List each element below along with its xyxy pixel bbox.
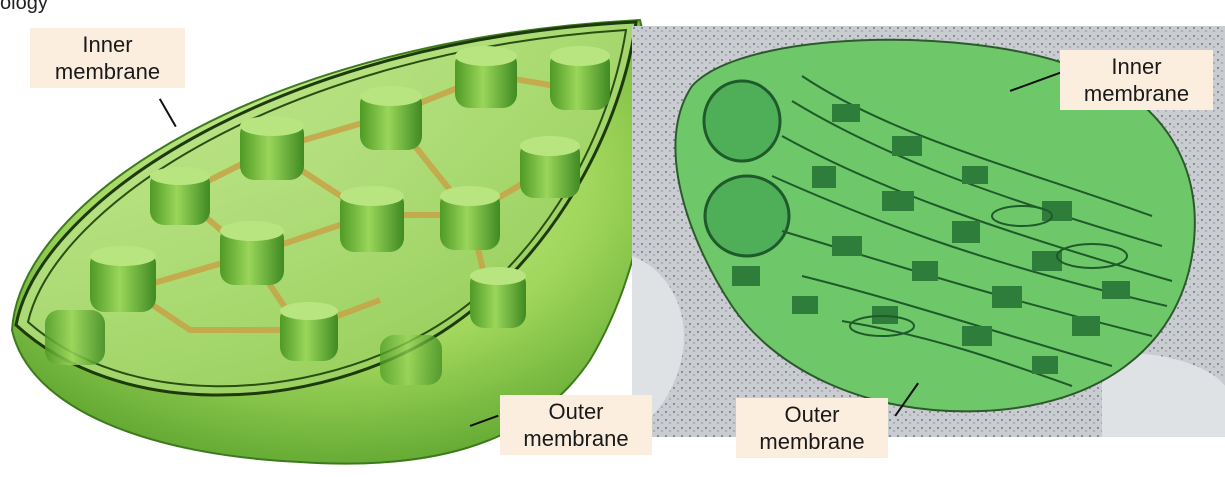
inner-membrane-label-right: Inner membrane [1060,50,1213,110]
outer-membrane-label-left: Outer membrane [500,395,652,455]
inner-membrane-label-left: Inner membrane [30,28,185,88]
outer-membrane-label-right: Outer membrane [736,398,888,458]
